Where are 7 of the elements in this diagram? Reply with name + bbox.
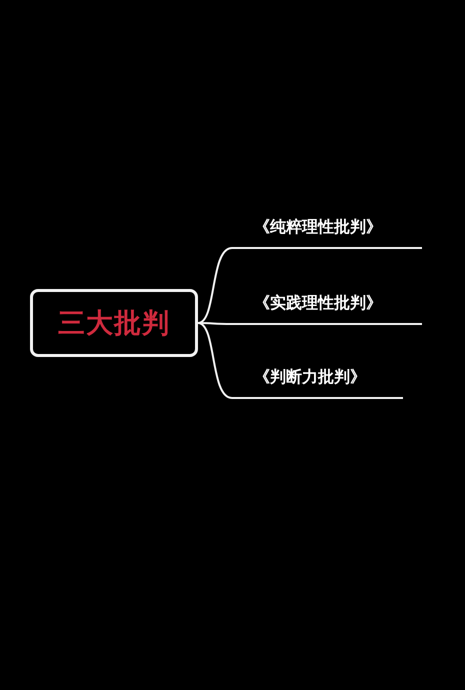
connector-line <box>198 247 232 324</box>
underlined-topic: 《实践理性批判》 <box>232 287 422 325</box>
connector-line <box>198 322 232 325</box>
underlined-topic: 《判断力批判》 <box>232 361 403 399</box>
underlined-topic: 《纯粹理性批判》 <box>232 211 422 249</box>
connector-line <box>198 322 232 399</box>
topic-box: 三大批判 <box>30 289 198 357</box>
